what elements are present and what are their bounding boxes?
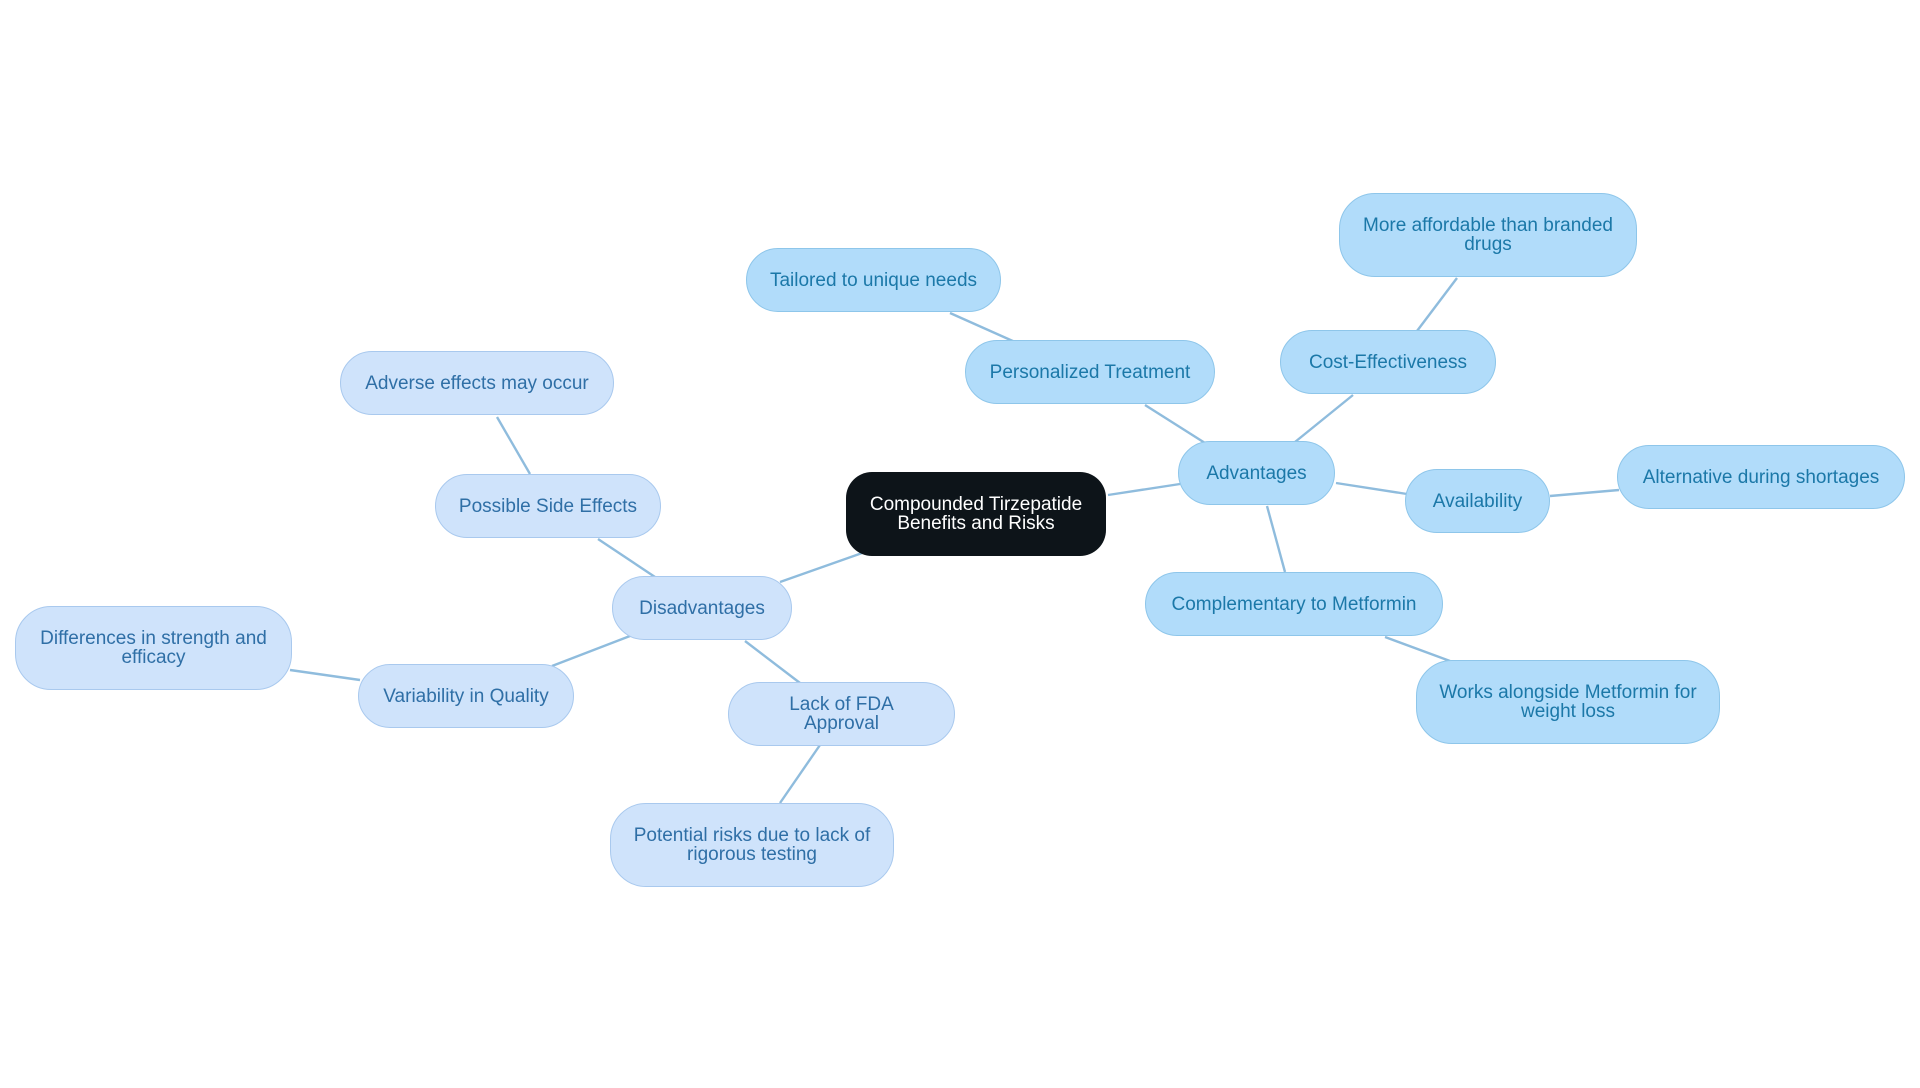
node-advantages[interactable]: Advantages [1178, 441, 1335, 505]
node-adverse-effects-label: Adverse effects may occur [365, 372, 589, 394]
edge-variability-detail [289, 668, 361, 682]
edge-disadvantages-fda [744, 640, 801, 684]
node-tailored-needs[interactable]: Tailored to unique needs [746, 248, 1001, 312]
node-complementary-metformin[interactable]: Complementary to Metformin [1145, 572, 1443, 636]
node-cost-effectiveness-label: Cost-Effectiveness [1308, 351, 1468, 373]
node-possible-side-effects-label: Possible Side Effects [458, 495, 638, 517]
node-lack-fda-approval[interactable]: Lack of FDA Approval [728, 682, 955, 746]
node-variability-quality-label: Variability in Quality [383, 685, 549, 707]
node-availability-label: Availability [1432, 490, 1523, 512]
node-adverse-effects[interactable]: Adverse effects may occur [340, 351, 614, 415]
edge-advantages-cost [1294, 394, 1354, 443]
edge-root-advantages [1107, 482, 1181, 497]
edge-disadvantages-variability [551, 634, 631, 668]
node-disadvantages-label: Disadvantages [639, 597, 765, 619]
node-differences-strength-label: Differences in strength and efficacy [40, 628, 267, 668]
node-personalized-treatment[interactable]: Personalized Treatment [965, 340, 1215, 404]
node-personalized-treatment-label: Personalized Treatment [989, 361, 1191, 383]
edge-sideeffects-detail [495, 416, 532, 475]
edge-disadvantages-sideeffects [597, 538, 656, 578]
node-works-alongside-metformin-label: Works alongside Metformin for weight los… [1439, 682, 1697, 722]
root-node-label: Compounded Tirzepatide Benefits and Risk… [869, 494, 1083, 534]
edge-availability-detail [1549, 488, 1620, 498]
node-tailored-needs-label: Tailored to unique needs [769, 269, 978, 291]
edge-cost-detail [1416, 277, 1458, 332]
node-potential-risks[interactable]: Potential risks due to lack of rigorous … [610, 803, 894, 887]
node-more-affordable[interactable]: More affordable than branded drugs [1339, 193, 1637, 277]
edge-root-disadvantages [779, 550, 866, 584]
node-possible-side-effects[interactable]: Possible Side Effects [435, 474, 661, 538]
node-differences-strength[interactable]: Differences in strength and efficacy [15, 606, 292, 690]
root-node[interactable]: Compounded Tirzepatide Benefits and Risk… [846, 472, 1106, 556]
node-advantages-label: Advantages [1206, 462, 1307, 484]
edge-advantages-metformin [1265, 505, 1287, 573]
edge-advantages-personalized [1144, 403, 1206, 445]
edge-fda-detail [779, 744, 821, 804]
node-availability[interactable]: Availability [1405, 469, 1550, 533]
node-cost-effectiveness[interactable]: Cost-Effectiveness [1280, 330, 1496, 394]
node-variability-quality[interactable]: Variability in Quality [358, 664, 574, 728]
node-alternative-shortages[interactable]: Alternative during shortages [1617, 445, 1905, 509]
node-lack-fda-approval-label: Lack of FDA Approval [789, 694, 894, 734]
node-complementary-metformin-label: Complementary to Metformin [1171, 593, 1417, 615]
edge-metformin-detail [1384, 635, 1451, 663]
node-disadvantages[interactable]: Disadvantages [612, 576, 792, 640]
node-more-affordable-label: More affordable than branded drugs [1363, 215, 1613, 255]
node-potential-risks-label: Potential risks due to lack of rigorous … [633, 825, 871, 865]
edge-advantages-availability [1335, 481, 1408, 496]
node-works-alongside-metformin[interactable]: Works alongside Metformin for weight los… [1416, 660, 1720, 744]
node-alternative-shortages-label: Alternative during shortages [1642, 466, 1880, 488]
edge-personalized-detail [949, 311, 1016, 344]
